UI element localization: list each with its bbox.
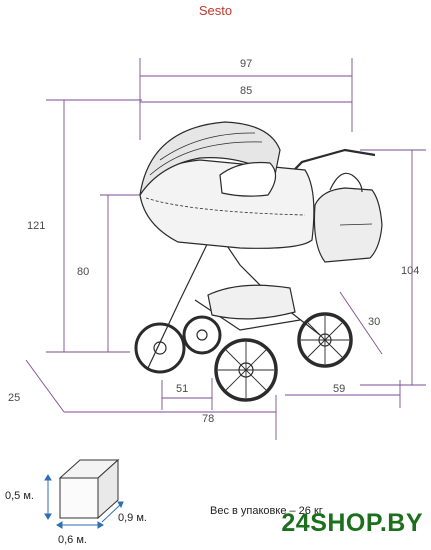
dim-label-seat-height: 80 bbox=[77, 266, 90, 278]
package-depth-label: 0,6 м. bbox=[58, 534, 87, 546]
dim-label-side-depth: 25 bbox=[8, 392, 21, 404]
dim-label-height-max: 121 bbox=[27, 220, 46, 232]
package-width-label: 0,9 м. bbox=[118, 512, 147, 524]
stroller-sketch bbox=[134, 121, 383, 402]
dim-label-rear-track: 78 bbox=[202, 413, 215, 425]
carrycot-blanket bbox=[219, 161, 277, 197]
dim-label-handle-height: 104 bbox=[401, 265, 420, 277]
brand-logo-text: 24SHOP.BY bbox=[281, 509, 423, 537]
wheel-front-right bbox=[297, 312, 353, 368]
wheel-front-left bbox=[182, 315, 222, 355]
product-title: Sesto bbox=[198, 3, 233, 18]
dim-label-total-length: 97 bbox=[240, 58, 253, 70]
dim-label-wheelbase: 59 bbox=[333, 383, 346, 395]
package-box bbox=[58, 458, 120, 520]
dim-label-body-length: 85 bbox=[240, 85, 253, 97]
basket-frame bbox=[194, 299, 301, 331]
dim-label-front-track: 51 bbox=[176, 383, 189, 395]
dim-line-25 bbox=[25, 359, 65, 413]
wheel-rear-left bbox=[134, 322, 186, 374]
package-weight-label: Вес в упаковке – 26 кг bbox=[210, 505, 323, 517]
package-arrows bbox=[44, 474, 124, 529]
dimension-lines bbox=[25, 58, 426, 440]
wheel-rear-right bbox=[214, 338, 278, 402]
carrycot-hood bbox=[139, 121, 281, 196]
dim-label-basket-depth: 30 bbox=[368, 316, 381, 328]
dim-line-30 bbox=[339, 291, 383, 355]
bag-strap bbox=[329, 172, 363, 193]
shopping-basket bbox=[207, 284, 296, 320]
front-leg bbox=[147, 227, 216, 369]
package-height-label: 0,5 м. bbox=[5, 490, 34, 502]
